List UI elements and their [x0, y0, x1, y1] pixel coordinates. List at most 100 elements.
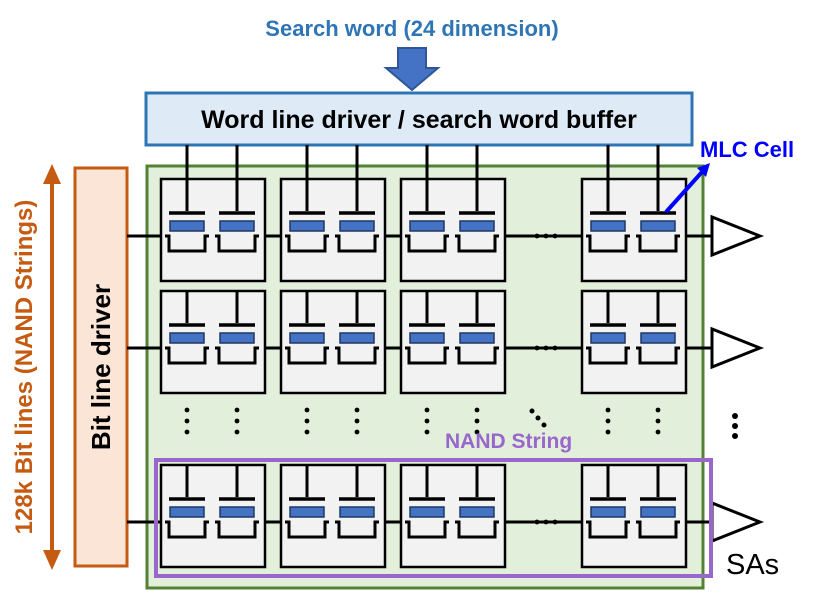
cell-grid: [159, 177, 688, 569]
channel: [215, 234, 259, 253]
ellipsis-dot: [234, 429, 240, 435]
ellipsis-dot: [655, 429, 661, 435]
ellipsis-dot: [304, 418, 310, 424]
channel: [165, 234, 209, 253]
floating-gate: [640, 332, 676, 344]
ellipsis-dot: [552, 345, 558, 351]
ellipsis-dot: [184, 429, 190, 435]
nand-cell-pair: [159, 177, 267, 283]
ellipsis-dot: [184, 418, 190, 424]
floating-gate: [590, 332, 626, 344]
floating-gate: [590, 506, 626, 518]
bitline-driver-box: [73, 166, 129, 568]
channel: [636, 234, 680, 253]
floating-gate: [219, 332, 255, 344]
mlc-cell-label: MLC Cell: [700, 137, 794, 162]
nand-cell-pair: [279, 289, 387, 395]
ellipsis-dot: [534, 233, 540, 239]
ellipsis-dot: [474, 418, 480, 424]
ellipsis-dot: [543, 519, 549, 525]
ellipsis-dot: [234, 407, 240, 413]
ellipsis-dot: [354, 429, 360, 435]
floating-gate: [409, 220, 445, 232]
ellipsis-dot: [655, 407, 661, 413]
nand-cell-pair: [580, 289, 688, 395]
channel: [165, 520, 209, 539]
bitlines-arrow: [43, 164, 61, 570]
search-word-title: Search word (24 dimension): [265, 16, 558, 41]
nand-cell-pair: [399, 289, 507, 395]
floating-gate: [289, 506, 325, 518]
sa-ellipsis-icon: [732, 413, 738, 439]
floating-gate: [339, 332, 375, 344]
triangle-icon: [710, 326, 765, 370]
sa-label: SAs: [726, 549, 779, 581]
ellipsis-dot: [304, 407, 310, 413]
ellipsis-dot: [354, 418, 360, 424]
ellipsis-dot: [605, 418, 611, 424]
floating-gate: [219, 506, 255, 518]
channel: [405, 346, 449, 365]
nand-string-label: NAND String: [445, 430, 572, 453]
ellipsis-dot: [605, 429, 611, 435]
floating-gate: [219, 220, 255, 232]
horizontal-ellipsis-group: [534, 233, 558, 525]
channel: [335, 234, 379, 253]
channel: [455, 234, 499, 253]
channel: [285, 520, 329, 539]
floating-gate: [169, 220, 205, 232]
channel: [335, 520, 379, 539]
wordline-driver-box: [144, 91, 694, 147]
floating-gate: [590, 220, 626, 232]
channel: [215, 346, 259, 365]
channel: [455, 520, 499, 539]
nand-cell-pair: [159, 463, 267, 569]
wordline-driver-label: Word line driver / search word buffer: [201, 106, 637, 134]
ellipsis-dot: [534, 345, 540, 351]
floating-gate: [459, 332, 495, 344]
vertical-ellipsis-group: [184, 407, 661, 435]
nand-cell-pair: [399, 463, 507, 569]
ellipsis-dot: [543, 233, 549, 239]
floating-gate: [459, 506, 495, 518]
ellipsis-dot: [543, 345, 549, 351]
floating-gate: [640, 220, 676, 232]
ellipsis-dot: [424, 407, 430, 413]
sense-amplifiers: [710, 214, 765, 544]
floating-gate: [169, 506, 205, 518]
mlc-pointer-arrow: [664, 163, 710, 214]
floating-gate: [289, 332, 325, 344]
nand-string-highlight: [154, 458, 713, 578]
ellipsis-dot: [605, 407, 611, 413]
ellipsis-dot: [474, 407, 480, 413]
nand-cell-pair: [399, 177, 507, 283]
ellipsis-dot: [534, 519, 540, 525]
channel: [586, 346, 630, 365]
bitline-driver-label: Bit line driver: [86, 284, 116, 450]
floating-gate: [640, 506, 676, 518]
channel: [636, 346, 680, 365]
channel: [285, 234, 329, 253]
channel: [215, 520, 259, 539]
ellipsis-dot: [655, 418, 661, 424]
nand-cell-pair: [159, 289, 267, 395]
channel: [335, 346, 379, 365]
triangle-icon: [710, 500, 765, 544]
ellipsis-dot: [304, 429, 310, 435]
down-arrow-icon: [383, 47, 441, 92]
nand-cell-pair: [580, 177, 688, 283]
channel: [405, 520, 449, 539]
ellipsis-dot: [552, 519, 558, 525]
floating-gate: [289, 220, 325, 232]
nand-cell-pair: [580, 463, 688, 569]
floating-gate: [339, 220, 375, 232]
ellipsis-dot: [234, 418, 240, 424]
ellipsis-dot: [354, 407, 360, 413]
channel: [455, 346, 499, 365]
bitlines-label: 128k Bit lines (NAND Strings): [11, 200, 38, 535]
triangle-icon: [710, 214, 765, 258]
diagonal-ellipsis-icon: [529, 408, 547, 428]
floating-gate: [459, 220, 495, 232]
channel: [586, 520, 630, 539]
channel: [586, 234, 630, 253]
